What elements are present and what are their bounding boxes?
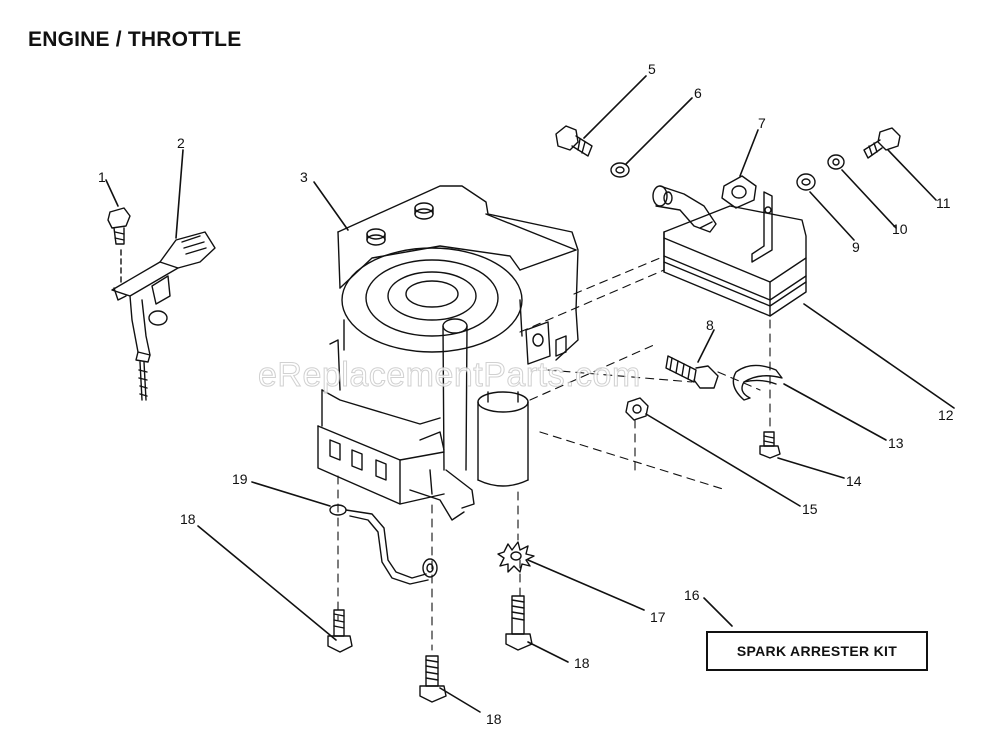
muffler-part: [663, 191, 807, 317]
nut-part-15: [625, 397, 649, 421]
callout-10: 10: [892, 221, 908, 237]
spark-arrester-part: [732, 364, 783, 401]
callout-12: 12: [938, 407, 954, 423]
callout-18-middle: 18: [574, 655, 590, 671]
bolt-part-8: [665, 355, 719, 389]
bolt-part-18-bottom: [419, 655, 447, 703]
watermark: eReplacementParts.com: [258, 356, 641, 395]
callout-14: 14: [846, 473, 862, 489]
bolt-part-1: [107, 207, 131, 286]
engine-part: [317, 185, 579, 521]
callout-2: 2: [177, 135, 185, 151]
throttle-bracket-part: [111, 231, 216, 401]
callout-6: 6: [694, 85, 702, 101]
callout-17: 17: [650, 609, 666, 625]
gasket-part-7: [721, 175, 757, 209]
screw-part-14: [759, 431, 781, 459]
alignment-lines: [337, 257, 771, 651]
callout-labels: 1 2 3 5 6 7 8 9 10 11 12 13 14 15 16 17 …: [98, 61, 954, 727]
callout-5: 5: [648, 61, 656, 77]
lock-washer-part-17: [497, 541, 535, 573]
callout-15: 15: [802, 501, 818, 517]
callout-18-bottom: 18: [486, 711, 502, 727]
rod-part-19: [329, 504, 438, 585]
bolt-part-18-middle: [505, 595, 533, 651]
bolt-part-18-left: [327, 609, 353, 653]
leader-lines: [105, 75, 955, 713]
bolt-part-5: [555, 125, 593, 157]
callout-7: 7: [758, 115, 766, 131]
callout-11: 11: [936, 195, 951, 211]
callout-13: 13: [888, 435, 904, 451]
callout-16: 16: [684, 587, 700, 603]
callout-8: 8: [706, 317, 714, 333]
callout-18-left: 18: [180, 511, 196, 527]
callout-19: 19: [232, 471, 248, 487]
washer-part-10: [827, 154, 845, 170]
washer-part-6: [610, 162, 630, 178]
bolt-part-11: [863, 127, 901, 159]
spark-arrester-kit-label: SPARK ARRESTER KIT: [736, 643, 898, 659]
callout-9: 9: [852, 239, 860, 255]
page-title: ENGINE / THROTTLE: [28, 28, 242, 51]
spark-arrester-kit-box: SPARK ARRESTER KIT: [706, 631, 928, 671]
washer-part-9: [796, 173, 816, 191]
callout-1: 1: [98, 169, 106, 185]
exhaust-pipe-part: [652, 185, 717, 233]
callout-3: 3: [300, 169, 308, 185]
